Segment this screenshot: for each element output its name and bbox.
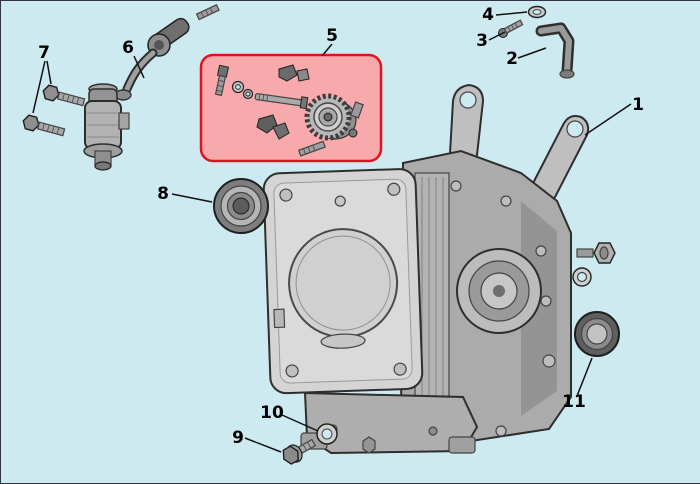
leader-line bbox=[517, 47, 547, 59]
leader-line bbox=[281, 414, 319, 432]
part-11-oil-seal-group bbox=[572, 242, 620, 357]
leader-line bbox=[488, 31, 506, 41]
part-3-screw bbox=[498, 19, 524, 38]
callout-3[interactable]: 3 bbox=[476, 31, 506, 51]
leader-line bbox=[576, 357, 593, 397]
leader-line bbox=[495, 11, 528, 16]
callout-label-3[interactable]: 3 bbox=[476, 31, 488, 51]
callout-4[interactable]: 4 bbox=[482, 5, 528, 25]
callout-2[interactable]: 2 bbox=[506, 47, 547, 69]
callout-label-8[interactable]: 8 bbox=[157, 184, 169, 204]
part-1-crankcase-engine-block bbox=[262, 83, 590, 455]
part-6-oil-filler-assembly bbox=[83, 3, 220, 171]
callout-label-9[interactable]: 9 bbox=[232, 428, 244, 448]
part-2-pipe-crank bbox=[535, 22, 575, 79]
callout-7[interactable]: 7 bbox=[32, 43, 52, 114]
callout-label-10[interactable]: 10 bbox=[260, 403, 284, 423]
leader-line bbox=[46, 60, 52, 85]
leader-line bbox=[244, 437, 282, 453]
part-8-bearing bbox=[213, 178, 269, 234]
part-9-flange-bolt bbox=[282, 438, 317, 465]
leader-line bbox=[32, 60, 46, 114]
callout-label-1[interactable]: 1 bbox=[632, 95, 644, 115]
part-5-governor-assembly bbox=[214, 64, 364, 157]
callout-5[interactable]: 5 bbox=[321, 26, 338, 57]
callout-label-5[interactable]: 5 bbox=[326, 26, 338, 46]
callout-10[interactable]: 10 bbox=[260, 403, 319, 432]
callout-8[interactable]: 8 bbox=[157, 184, 213, 204]
callout-label-11[interactable]: 11 bbox=[562, 392, 586, 412]
part-7-bolts bbox=[22, 84, 86, 137]
part-4-washer bbox=[527, 5, 547, 19]
callout-9[interactable]: 9 bbox=[232, 428, 282, 453]
callout-label-4[interactable]: 4 bbox=[482, 5, 494, 25]
callout-label-2[interactable]: 2 bbox=[506, 49, 518, 69]
callout-label-6[interactable]: 6 bbox=[122, 38, 134, 58]
callout-label-7[interactable]: 7 bbox=[38, 43, 50, 63]
leader-line bbox=[133, 55, 145, 79]
callout-11[interactable]: 11 bbox=[562, 357, 593, 412]
part-10-washer bbox=[316, 423, 338, 445]
leader-line bbox=[321, 43, 333, 57]
leader-line bbox=[171, 193, 213, 203]
callout-6[interactable]: 6 bbox=[122, 38, 145, 79]
callout-1[interactable]: 1 bbox=[584, 95, 644, 136]
leader-line bbox=[584, 103, 632, 136]
